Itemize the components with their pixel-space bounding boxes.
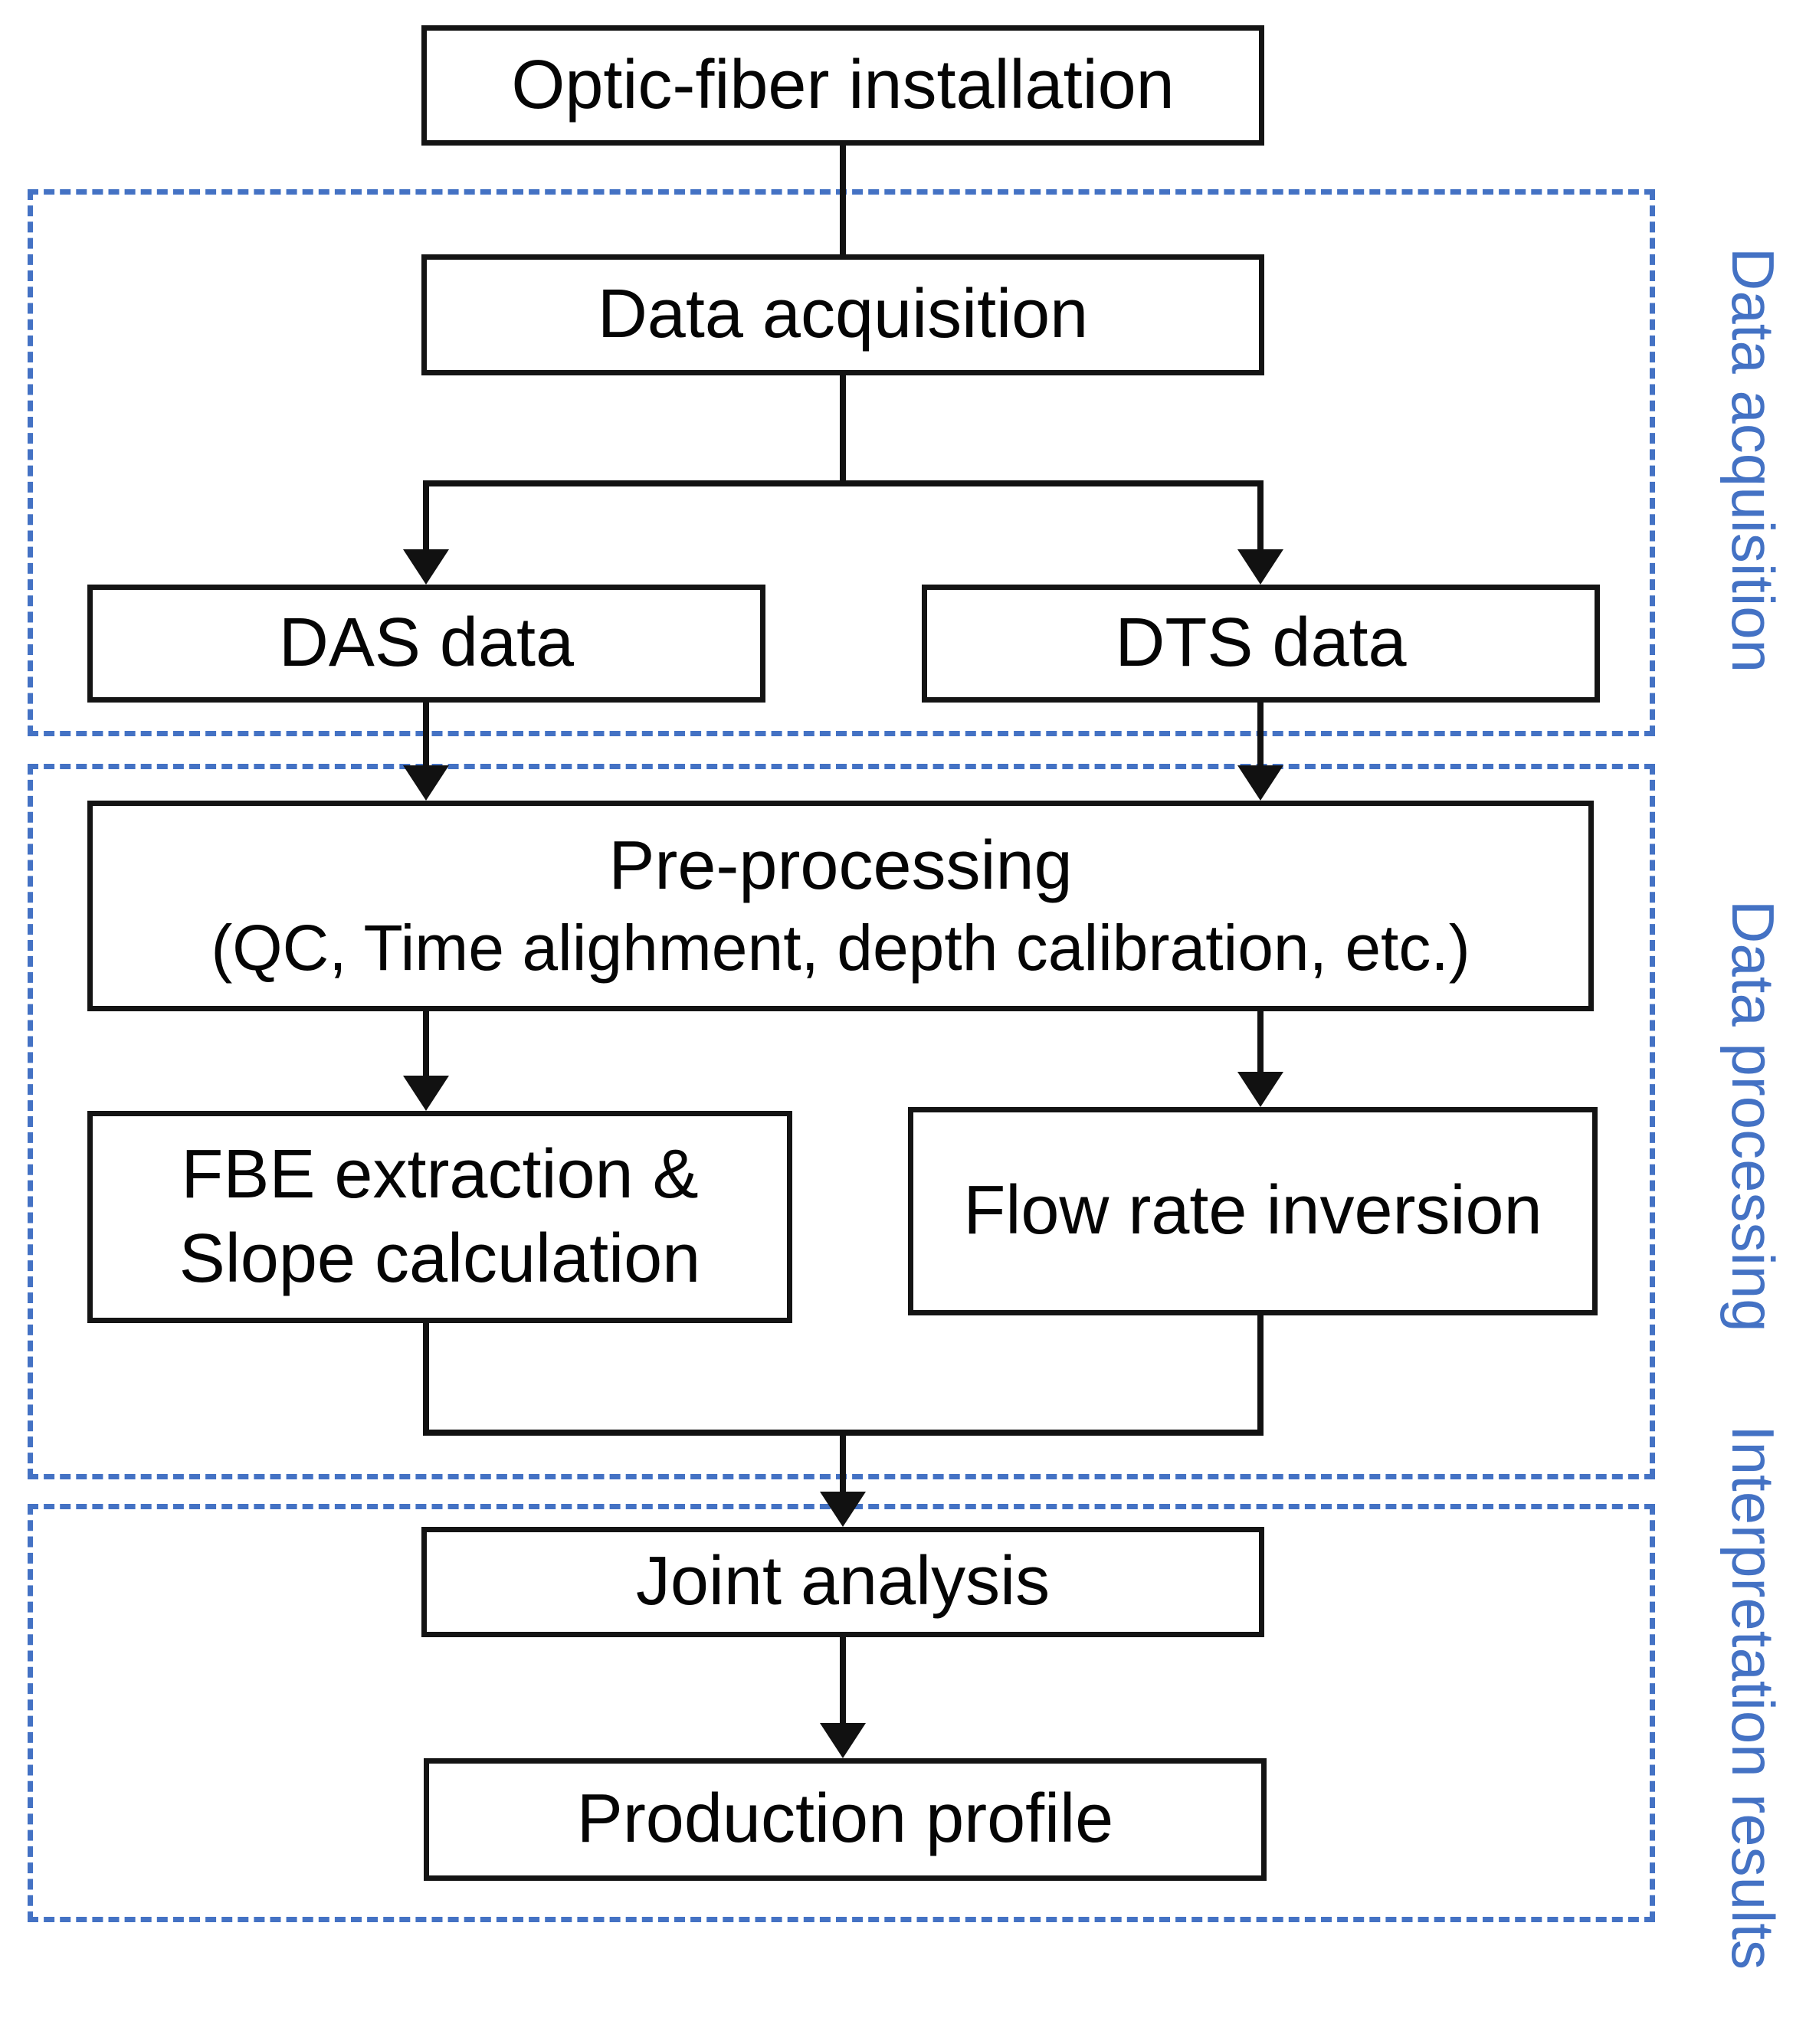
node-data-acquisition-label: Data acquisition bbox=[597, 276, 1089, 353]
node-dts-data-label: DTS data bbox=[1115, 604, 1407, 682]
arrowhead-fbe bbox=[403, 1076, 449, 1111]
node-production-profile: Production profile bbox=[424, 1758, 1267, 1881]
arrowhead-joint bbox=[820, 1492, 866, 1527]
node-preprocessing-line1: Pre-processing bbox=[608, 827, 1073, 905]
node-optic-fiber-installation-label: Optic-fiber installation bbox=[511, 46, 1175, 123]
arrowhead-production bbox=[820, 1723, 866, 1758]
node-joint-analysis-label: Joint analysis bbox=[635, 1543, 1050, 1620]
node-fbe-extraction-line2: Slope calculation bbox=[179, 1220, 701, 1297]
arrowhead-flow bbox=[1237, 1072, 1283, 1107]
arrowhead-dts bbox=[1237, 549, 1283, 585]
node-preprocessing-line2: (QC, Time alighment, depth calibration, … bbox=[211, 912, 1470, 984]
node-fbe-extraction: FBE extraction & Slope calculation bbox=[87, 1111, 792, 1323]
node-das-data: DAS data bbox=[87, 585, 765, 703]
stage-label-data-acquisition: Data acquisition bbox=[1719, 247, 1787, 673]
node-dts-data: DTS data bbox=[922, 585, 1600, 703]
node-flow-rate-inversion-label: Flow rate inversion bbox=[963, 1172, 1542, 1250]
arrowhead-preprocessing-right bbox=[1237, 765, 1283, 801]
arrowhead-das bbox=[403, 549, 449, 585]
node-fbe-extraction-line1: FBE extraction & bbox=[181, 1135, 699, 1213]
stage-label-interpretation-results: Interpretation results bbox=[1719, 1424, 1787, 1970]
stage-label-data-processing: Data processing bbox=[1719, 900, 1787, 1332]
node-das-data-label: DAS data bbox=[278, 604, 575, 682]
node-production-profile-label: Production profile bbox=[576, 1780, 1114, 1858]
arrowhead-preprocessing-left bbox=[403, 765, 449, 801]
node-joint-analysis: Joint analysis bbox=[421, 1527, 1264, 1637]
node-flow-rate-inversion: Flow rate inversion bbox=[908, 1107, 1598, 1315]
node-preprocessing: Pre-processing (QC, Time alighment, dept… bbox=[87, 801, 1594, 1011]
node-data-acquisition: Data acquisition bbox=[421, 254, 1264, 375]
node-optic-fiber-installation: Optic-fiber installation bbox=[421, 25, 1264, 146]
